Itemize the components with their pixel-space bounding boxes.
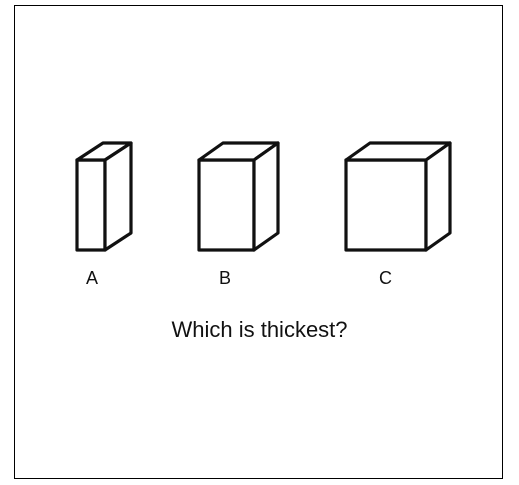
box-c-label: C: [379, 268, 392, 288]
box-a-side: [103, 141, 133, 252]
box-b-side: [252, 141, 280, 252]
box-a-label: A: [86, 268, 99, 288]
question-text: Which is thickest?: [171, 317, 348, 342]
box-c-side: [424, 141, 452, 252]
box-c: [344, 141, 452, 252]
box-b-front: [197, 158, 256, 252]
box-a: [75, 141, 133, 252]
box-b-label: B: [219, 268, 232, 288]
box-b: [197, 141, 280, 252]
box-c-front: [344, 158, 428, 252]
box-a-front: [75, 158, 107, 252]
